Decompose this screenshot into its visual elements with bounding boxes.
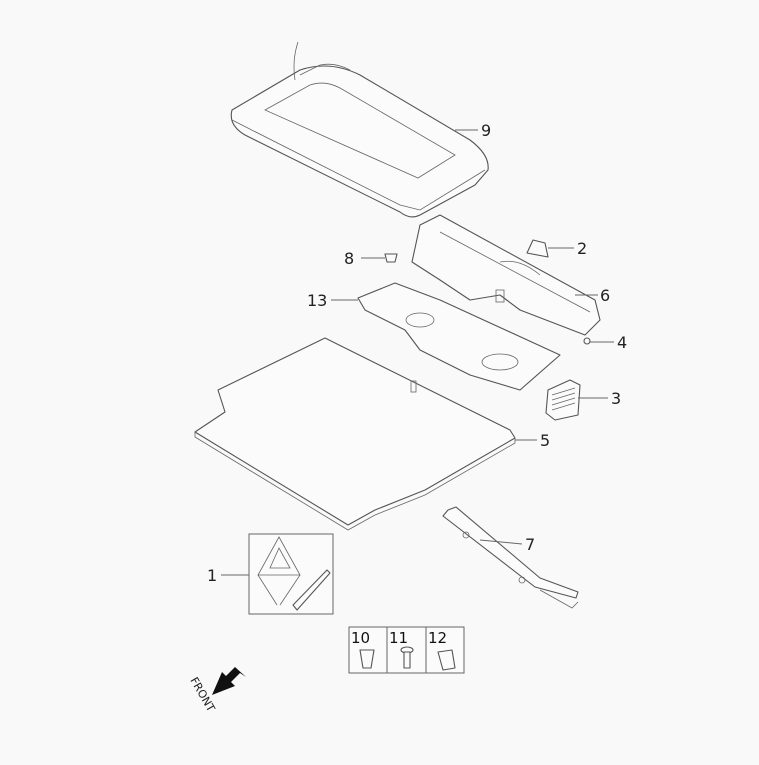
part-7-bracket[interactable] bbox=[442, 506, 579, 609]
callout-9: 9 bbox=[481, 121, 491, 140]
part-11-pin-box[interactable] bbox=[386, 626, 427, 674]
callout-12: 12 bbox=[428, 629, 447, 647]
part-4-screw[interactable] bbox=[583, 337, 614, 345]
callout-3: 3 bbox=[611, 389, 621, 408]
callout-1: 1 bbox=[207, 566, 217, 585]
part-5-luggage-mat[interactable] bbox=[194, 337, 537, 531]
part-1-warning-triangle-kit[interactable] bbox=[221, 533, 334, 615]
callout-6: 6 bbox=[600, 286, 610, 305]
callout-2: 2 bbox=[577, 239, 587, 258]
part-9-shelf-cover[interactable] bbox=[230, 41, 489, 218]
callout-13: 13 bbox=[307, 291, 327, 310]
part-10-nut-box[interactable] bbox=[348, 626, 388, 674]
part-6-rear-trim[interactable] bbox=[411, 214, 601, 336]
part-8-clip[interactable] bbox=[361, 253, 398, 263]
fastener-box-group bbox=[348, 626, 465, 674]
front-label: FRONT bbox=[187, 675, 217, 714]
callout-5: 5 bbox=[540, 431, 550, 450]
part-3-vent-grille[interactable] bbox=[545, 379, 608, 421]
part-12-clip-nut-box[interactable] bbox=[425, 626, 465, 674]
callout-4: 4 bbox=[617, 333, 627, 352]
part-2-cap[interactable] bbox=[526, 239, 574, 258]
part-13-sill-trim[interactable] bbox=[331, 282, 561, 391]
callout-8: 8 bbox=[344, 249, 354, 268]
callout-11: 11 bbox=[389, 629, 408, 647]
arrow-front-icon bbox=[212, 667, 246, 695]
callout-7: 7 bbox=[525, 535, 535, 554]
callout-10: 10 bbox=[351, 629, 370, 647]
